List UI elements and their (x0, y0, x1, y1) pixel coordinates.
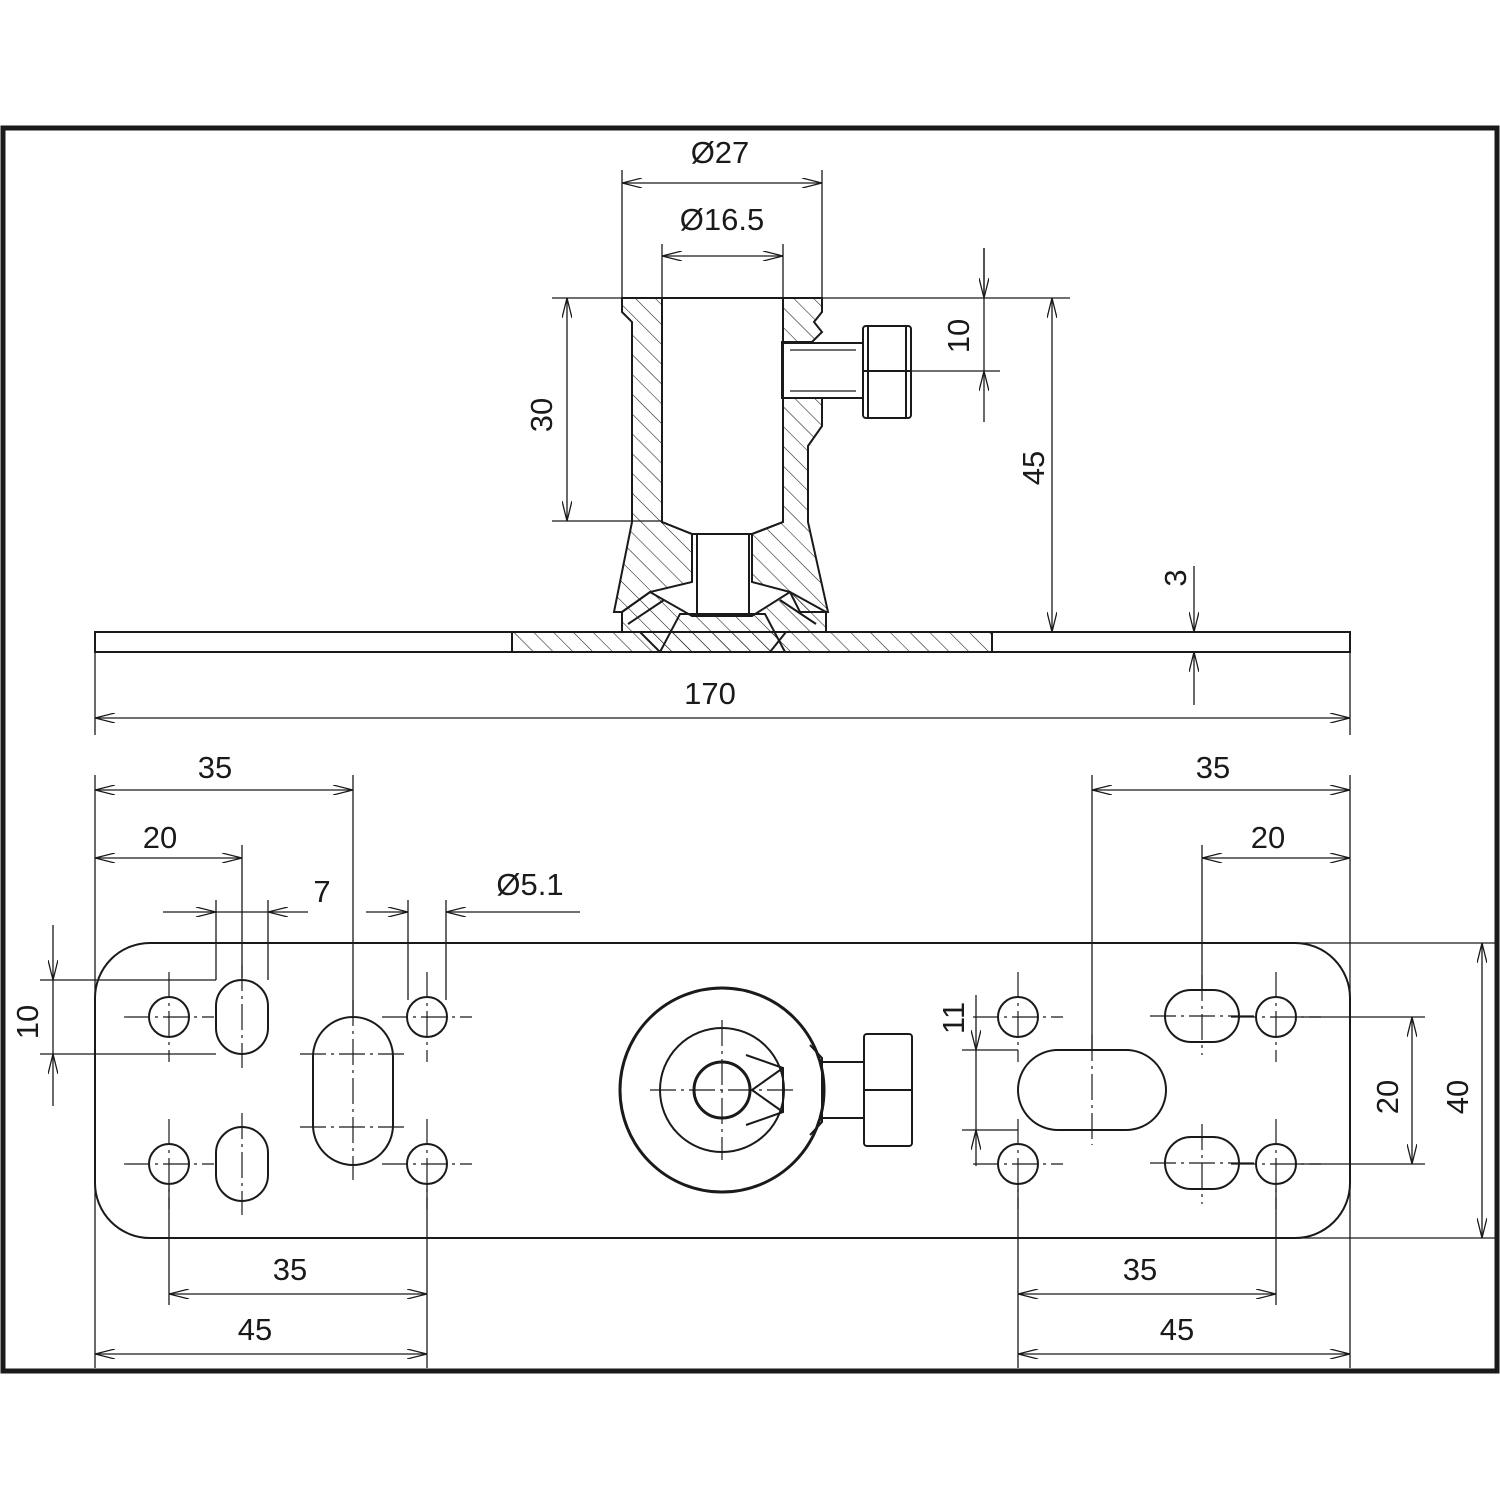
dim-dia-inner: Ø16.5 (680, 202, 764, 237)
dim-left-20-top: 20 (143, 820, 177, 855)
plan-dimensions: 35 20 7 Ø5.1 10 35 45 35 (10, 750, 1495, 1368)
dim-hole-dia: Ø5.1 (496, 867, 563, 902)
dim-total-height: 45 (1016, 451, 1051, 485)
top-plan-view (94, 942, 1351, 1239)
threaded-hole (696, 533, 750, 617)
dim-left-35-bottom: 35 (273, 1252, 307, 1287)
locking-screw-shank-top (821, 1061, 865, 1119)
screw-head-inner (627, 599, 817, 653)
socket-wall-right (751, 297, 830, 613)
dim-right-35-top: 35 (1196, 750, 1230, 785)
dim-socket-depth: 30 (524, 398, 559, 432)
dim-left-35-top: 35 (198, 750, 232, 785)
dim-right-20-side: 20 (1370, 1080, 1405, 1114)
dim-right-45-bottom: 45 (1160, 1312, 1194, 1347)
socket-flange-top (618, 986, 826, 1194)
dim-right-40-side: 40 (1440, 1080, 1475, 1114)
dim-left-45-bottom: 45 (238, 1312, 272, 1347)
side-dimensions: Ø27 Ø16.5 30 10 45 3 170 (94, 135, 1351, 735)
dim-right-20-top: 20 (1251, 820, 1285, 855)
socket-bore (661, 297, 784, 535)
dim-screw-offset: 10 (941, 319, 976, 353)
dim-left-10: 10 (10, 1005, 45, 1039)
dim-total-length: 170 (684, 676, 736, 711)
side-section-view (94, 297, 1351, 653)
screw-head-section (621, 590, 827, 653)
socket-wall-left (612, 297, 693, 613)
dim-right-11: 11 (936, 1002, 971, 1034)
locking-screw-shank (782, 342, 864, 399)
dim-right-35-bottom: 35 (1123, 1252, 1157, 1287)
dim-plate-thickness: 3 (1158, 569, 1193, 586)
dim-dia-outer: Ø27 (691, 135, 750, 170)
drawing-frame (0, 125, 1500, 1374)
dim-slot-width: 7 (313, 874, 330, 909)
